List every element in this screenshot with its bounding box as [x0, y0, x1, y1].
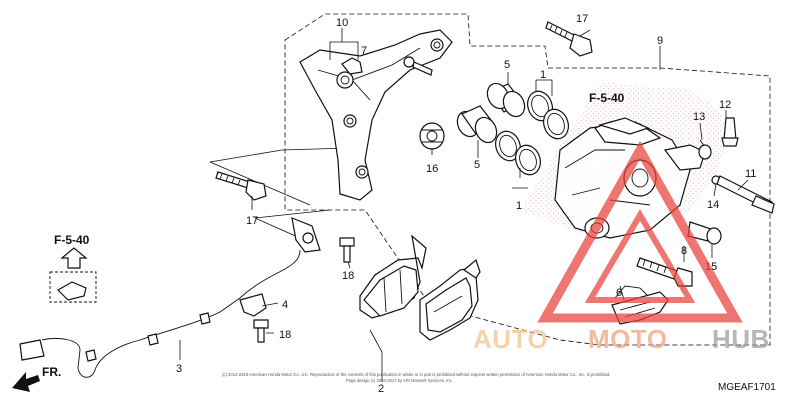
- seal-1-upper: [527, 90, 569, 140]
- watermark-brand-auto: AUTO: [473, 324, 548, 354]
- bolt-18-lower: [253, 319, 269, 343]
- direction-label: FR.: [42, 365, 61, 379]
- reference-code-main: F-5-40: [589, 91, 625, 105]
- callout-6: 6: [616, 287, 622, 299]
- brake-pad-right: [419, 258, 481, 341]
- caliper-body: [520, 82, 730, 239]
- callout-17-left: 17: [246, 215, 258, 227]
- callout-12: 12: [719, 99, 731, 111]
- drawing-code: MGEAF1701: [718, 382, 776, 393]
- callout-8: 8: [681, 245, 687, 257]
- cap-13: [698, 139, 712, 160]
- copyright-line-1: (c) 2013-2019 American Honda Motor Co., …: [222, 372, 610, 377]
- callout-7: 7: [361, 45, 367, 57]
- bleeder-12: [721, 117, 739, 147]
- bolt-18-upper: [339, 237, 355, 263]
- callout-17-top: 17: [576, 13, 588, 25]
- callout-9: 9: [657, 35, 663, 47]
- bolt-17-left: [215, 171, 267, 201]
- copyright-line-2: Page design (c) 2004-2017 by ARI Network…: [346, 378, 453, 383]
- pin-11: [716, 175, 775, 214]
- callout-18-upper: 18: [342, 270, 354, 282]
- callout-14: 14: [707, 199, 719, 211]
- watermark-brand-hub: HUB: [712, 324, 770, 354]
- sensor-cable-3: [19, 217, 321, 378]
- callout-5-upper: 5: [504, 59, 510, 71]
- front-direction-arrow: [12, 372, 40, 392]
- callout-10: 10: [336, 17, 348, 29]
- callout-4: 4: [282, 299, 288, 311]
- seal-1-lower: [495, 130, 541, 176]
- watermark-triangle-inner: [584, 209, 696, 303]
- callout-2: 2: [378, 383, 384, 395]
- callout-leaders: [179, 28, 749, 382]
- callout-5-lower: 5: [474, 159, 480, 171]
- watermark-logo: AUTO MOTO HUB: [473, 140, 770, 354]
- watermark-triangle: [537, 140, 743, 323]
- callout-1-upper: 1: [540, 69, 546, 81]
- callout-3: 3: [176, 363, 182, 375]
- boot-16: [419, 122, 445, 150]
- piston-5-upper: [486, 82, 526, 118]
- clamp-4: [239, 293, 267, 317]
- bracket-guide-lines: [209, 147, 351, 239]
- reference-code-inset: F-5-40: [54, 233, 90, 247]
- brake-pad-left: [359, 234, 427, 319]
- callout-16: 16: [426, 163, 438, 175]
- callout-18-lower: 18: [279, 329, 291, 341]
- caliper-bracket: [299, 29, 453, 201]
- bolt-17-top: [545, 21, 593, 57]
- watermark-brand-moto: MOTO: [588, 324, 668, 354]
- inset-reference: [49, 247, 97, 303]
- piston-5-lower: [456, 105, 498, 144]
- callout-11: 11: [745, 168, 756, 180]
- callout-1-lower: 1: [516, 200, 522, 212]
- callout-13: 13: [693, 111, 705, 123]
